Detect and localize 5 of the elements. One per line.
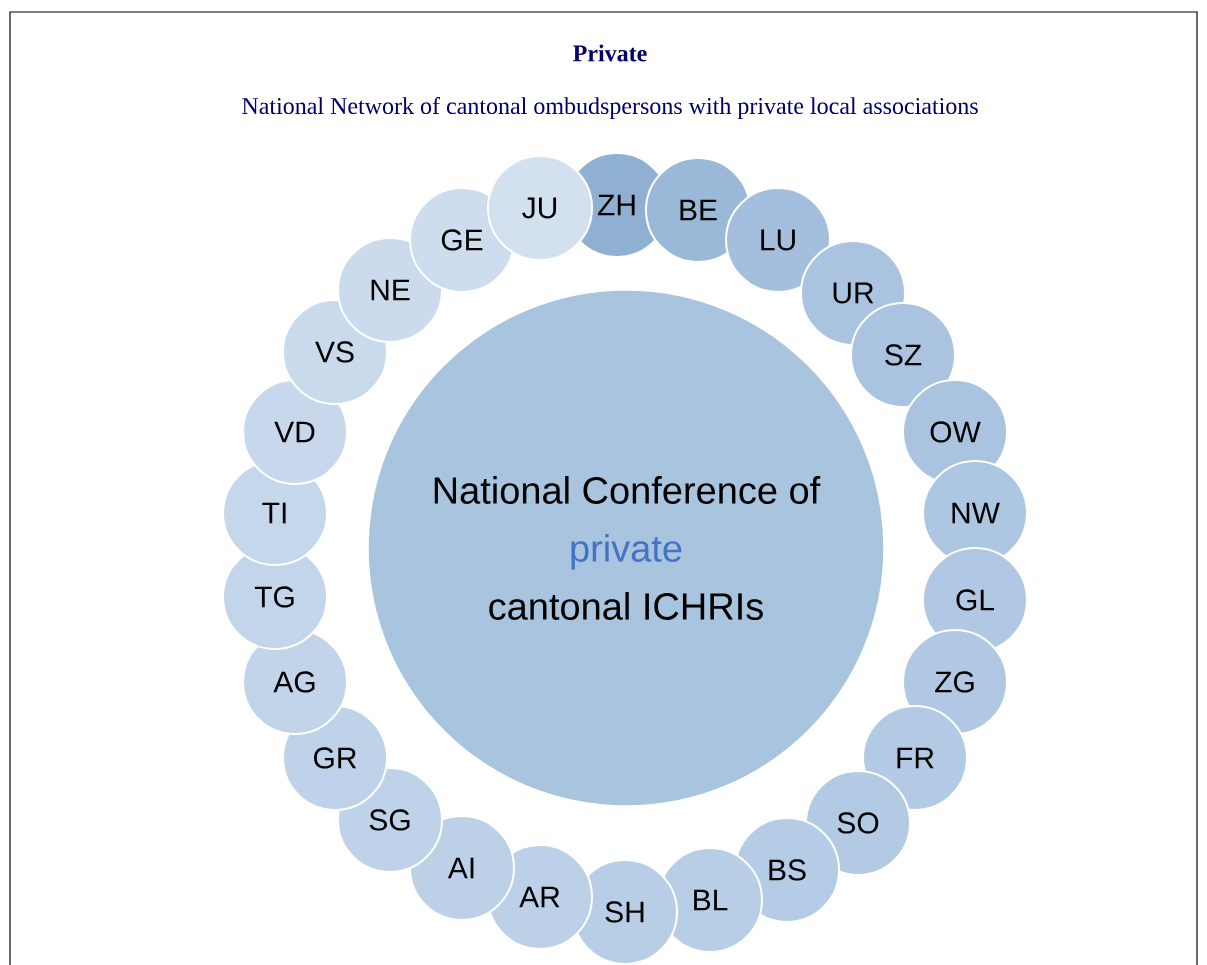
node-label: SH	[605, 901, 644, 923]
node-label: BL	[694, 889, 728, 911]
title: Private	[573, 44, 647, 62]
node-label: AR	[519, 886, 560, 908]
subtitle: National Network of cantonal ombudspersons with private local associations	[242, 97, 978, 119]
